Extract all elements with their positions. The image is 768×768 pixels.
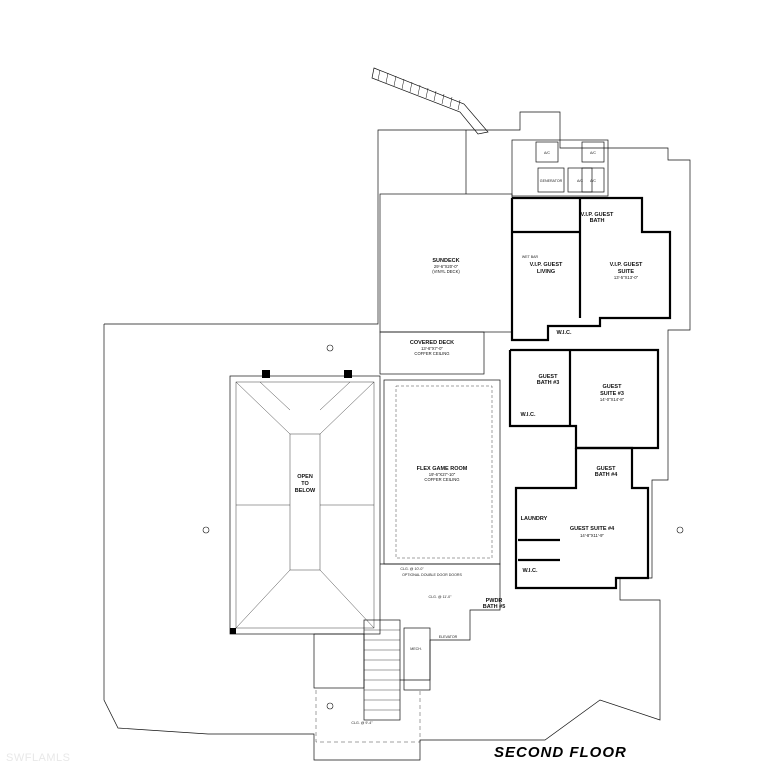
vip-suite-dims: 13'-5"X13'-0"	[614, 275, 639, 280]
guest-bath3-label-2: BATH #3	[537, 380, 560, 386]
vip-suite-label: V.I.P. GUEST	[610, 262, 643, 268]
flex-room-sub: COFFER CEILING	[424, 477, 459, 482]
guest-bath4-label-2: BATH #4	[595, 472, 618, 478]
watermark: SWFLAMLS	[6, 752, 71, 764]
vip-suite-label-2: SUITE	[618, 269, 635, 275]
vip-living-label-2: LIVING	[537, 269, 555, 275]
roof-hip-lines	[235, 381, 375, 629]
ac-label-1: A/C	[544, 151, 550, 155]
vip-living-label: V.I.P. GUEST	[530, 262, 563, 268]
site-outline	[103, 111, 691, 761]
exterior-stair	[371, 67, 489, 135]
wet-bar-note: WET BAR	[522, 255, 539, 259]
stair-treads	[377, 69, 461, 111]
covered-deck-sub: COFFER CEILING	[414, 351, 449, 356]
guest-bath4-label: GUEST	[597, 466, 617, 472]
ac-label-4: A/C	[590, 179, 596, 183]
clg-note-9: CLG. @ 9'-4"	[351, 721, 373, 725]
guest-bath3-label: GUEST	[539, 374, 559, 380]
covered-deck-outline	[379, 331, 485, 375]
wic-3-label: W.I.C.	[521, 412, 536, 418]
sundeck-label: SUNDECK	[432, 258, 459, 264]
vip-bath-label-2: BATH	[590, 218, 605, 224]
vip-suite-walls	[510, 196, 672, 342]
open-to-below-outline	[229, 375, 381, 635]
ac-label-3: A/C	[577, 179, 583, 183]
elevator-label: ELEVATOR	[439, 635, 458, 639]
laundry-label: LAUNDRY	[521, 516, 548, 522]
guest-suite4-walls	[514, 446, 650, 590]
wic-vip-label: W.I.C.	[557, 330, 572, 336]
guest-suite3-dims: 14'-0"X14'-8"	[600, 397, 625, 402]
powder-label: PWDR	[486, 598, 503, 604]
generator-label: GENERATOR	[540, 179, 563, 183]
guest-suite3-walls	[508, 348, 660, 450]
guest-suite3-label: GUEST	[603, 384, 623, 390]
clg-note-10: CLG. @ 10'-0"	[400, 567, 424, 571]
drawing-title: SECOND FLOOR	[494, 744, 627, 761]
covered-deck-label: COVERED DECK	[410, 340, 454, 346]
ac-label-2: A/C	[590, 151, 596, 155]
mech-pad	[511, 139, 609, 197]
optional-doors-note: OPTIONAL DOUBLE DOOR DOORS	[402, 573, 462, 577]
guest-suite4-dims: 14'-8"X11'-9"	[580, 533, 604, 538]
powder-label-2: BATH #5	[483, 604, 506, 610]
flex-room-label: FLEX GAME ROOM	[417, 466, 468, 472]
open-below-label-3: BELOW	[295, 488, 316, 494]
mech-label: MECH.	[410, 647, 422, 651]
vip-bath-label: V.I.P. GUEST	[581, 212, 614, 218]
clg-note-11: CLG. @ 11'-0"	[429, 595, 453, 599]
open-below-label-2: TO	[301, 481, 309, 487]
flex-room-dims: 19'-6"X27'-10"	[429, 472, 456, 477]
open-below-label: OPEN	[297, 474, 313, 480]
sundeck-dims: 29'-6"X20'-0"	[434, 264, 459, 269]
covered-deck-dims: 13'-6"X7'-0"	[421, 346, 443, 351]
guest-suite3-label-2: SUITE #3	[600, 391, 624, 397]
wic-4-label: W.I.C.	[523, 568, 538, 574]
sundeck-sub: (VINYL DECK)	[432, 269, 460, 274]
guest-suite4-label: GUEST SUITE #4	[570, 526, 615, 532]
